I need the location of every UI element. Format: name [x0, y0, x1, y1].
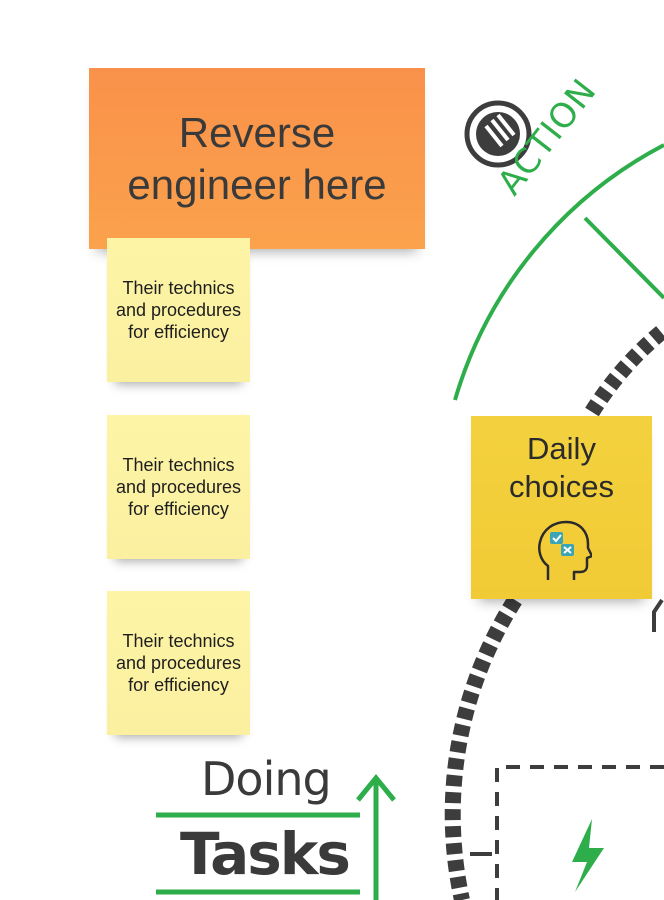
action-divider-line [583, 216, 664, 300]
sticky-note-text: Their technics and procedures for effici… [115, 278, 242, 342]
sticky-note-text: Their technics and procedures for effici… [115, 455, 242, 519]
main-note-text: Reverse engineer here [127, 108, 387, 208]
sticky-note-3[interactable]: Their technics and procedures for effici… [107, 591, 250, 735]
daily-note-text: Daily choices [508, 431, 615, 504]
arrow-up-icon [356, 774, 396, 900]
dashed-box [495, 765, 664, 900]
sticky-note-text: Their technics and procedures for effici… [115, 631, 242, 695]
tasks-label: Tasks [180, 820, 351, 888]
ring-label-fragment [652, 598, 664, 632]
head-choices-icon [538, 520, 592, 580]
action-arc [453, 143, 664, 401]
doing-label: Doing [201, 752, 332, 806]
pause-circle-icon [464, 100, 532, 168]
daily-choices-note[interactable]: Daily choices [471, 416, 652, 599]
sticky-note-2[interactable]: Their technics and procedures for effici… [107, 415, 250, 559]
main-sticky-note[interactable]: Reverse engineer here [89, 68, 425, 249]
ring-segment-lower [444, 595, 522, 900]
lightning-icon [572, 819, 604, 892]
ring-segment-upper [585, 323, 664, 417]
sticky-note-1[interactable]: Their technics and procedures for effici… [107, 238, 250, 382]
